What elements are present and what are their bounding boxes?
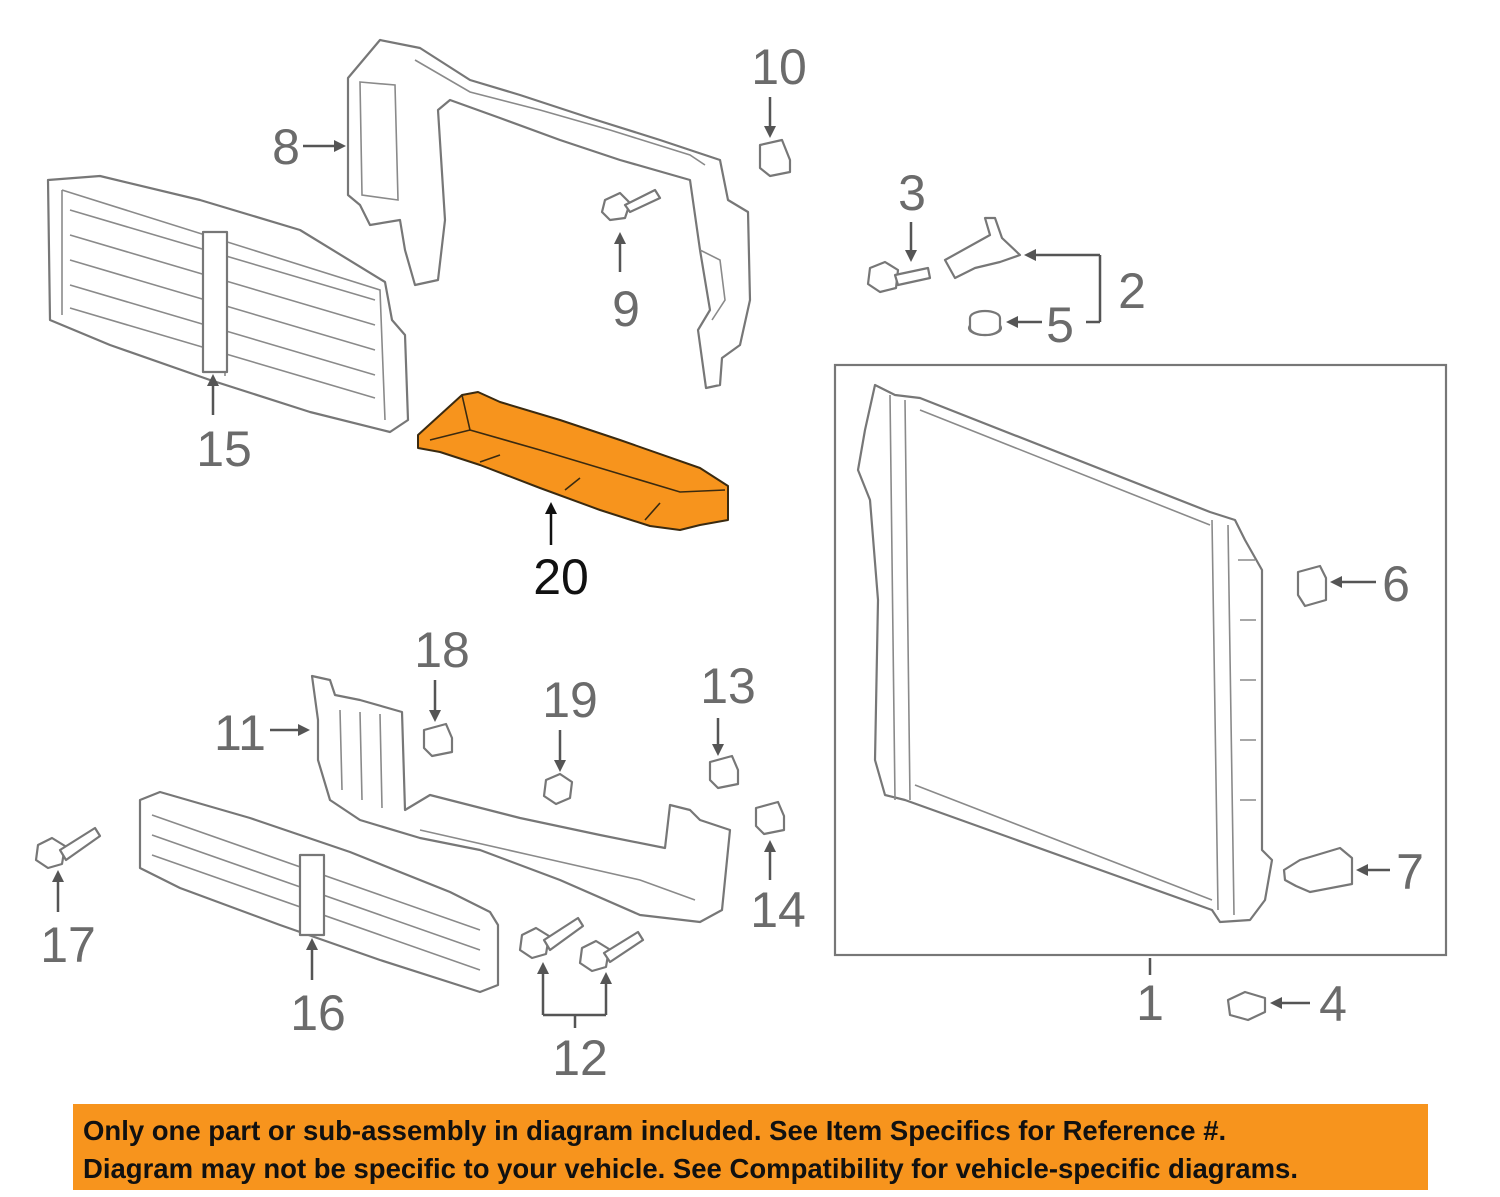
callout-18: 18 xyxy=(414,622,470,678)
notice-banner: Only one part or sub-assembly in diagram… xyxy=(73,1104,1428,1190)
callout-14: 14 xyxy=(750,882,806,938)
part-12-bolts xyxy=(518,916,645,973)
notice-line-2: Diagram may not be specific to your vehi… xyxy=(83,1153,1298,1184)
part-20-air-deflector xyxy=(417,391,729,531)
callout-16: 16 xyxy=(290,985,346,1041)
callout-5: 5 xyxy=(1046,297,1074,353)
callout-17: 17 xyxy=(40,917,96,973)
callout-9: 9 xyxy=(612,281,640,337)
part-17-bolt xyxy=(34,826,102,870)
callout-8: 8 xyxy=(272,119,300,175)
part-1-radiator xyxy=(833,363,1448,957)
callout-6: 6 xyxy=(1382,556,1410,612)
callout-12: 12 xyxy=(552,1030,608,1086)
part-15-upper-shutter xyxy=(46,174,410,434)
part-8-upper-baffle xyxy=(346,38,752,390)
part-16-lower-shutter xyxy=(138,790,500,994)
part-14-clip xyxy=(754,800,786,836)
callout-10: 10 xyxy=(751,39,807,95)
callout-15: 15 xyxy=(196,421,252,477)
callout-3: 3 xyxy=(898,165,926,221)
part-13-clip xyxy=(708,754,740,790)
callout-19: 19 xyxy=(542,672,598,728)
callout-1: 1 xyxy=(1136,975,1164,1031)
callout-20: 20 xyxy=(533,549,589,605)
part-5-grommet xyxy=(967,309,1003,337)
part-4-grommet xyxy=(1226,990,1267,1022)
callout-13: 13 xyxy=(700,658,756,714)
part-18-clip xyxy=(422,722,454,758)
leader-lines xyxy=(52,97,1390,1028)
notice-line-1: Only one part or sub-assembly in diagram… xyxy=(83,1115,1227,1146)
callout-7: 7 xyxy=(1396,844,1424,900)
part-3-bolt xyxy=(866,260,932,294)
part-7-sensor xyxy=(1282,846,1354,894)
part-9-bolt xyxy=(600,188,662,222)
part-6-clip xyxy=(1296,564,1328,608)
part-10-clip xyxy=(758,138,792,178)
part-11-lower-baffle xyxy=(310,674,732,924)
callout-labels: 1 2 3 4 5 6 7 8 9 10 11 12 13 14 15 16 1… xyxy=(40,39,1424,1086)
callout-4: 4 xyxy=(1319,976,1347,1032)
part-2-bracket xyxy=(943,216,1022,280)
part-19-nut xyxy=(542,772,574,806)
callout-11: 11 xyxy=(214,705,266,761)
callout-2: 2 xyxy=(1118,263,1146,319)
